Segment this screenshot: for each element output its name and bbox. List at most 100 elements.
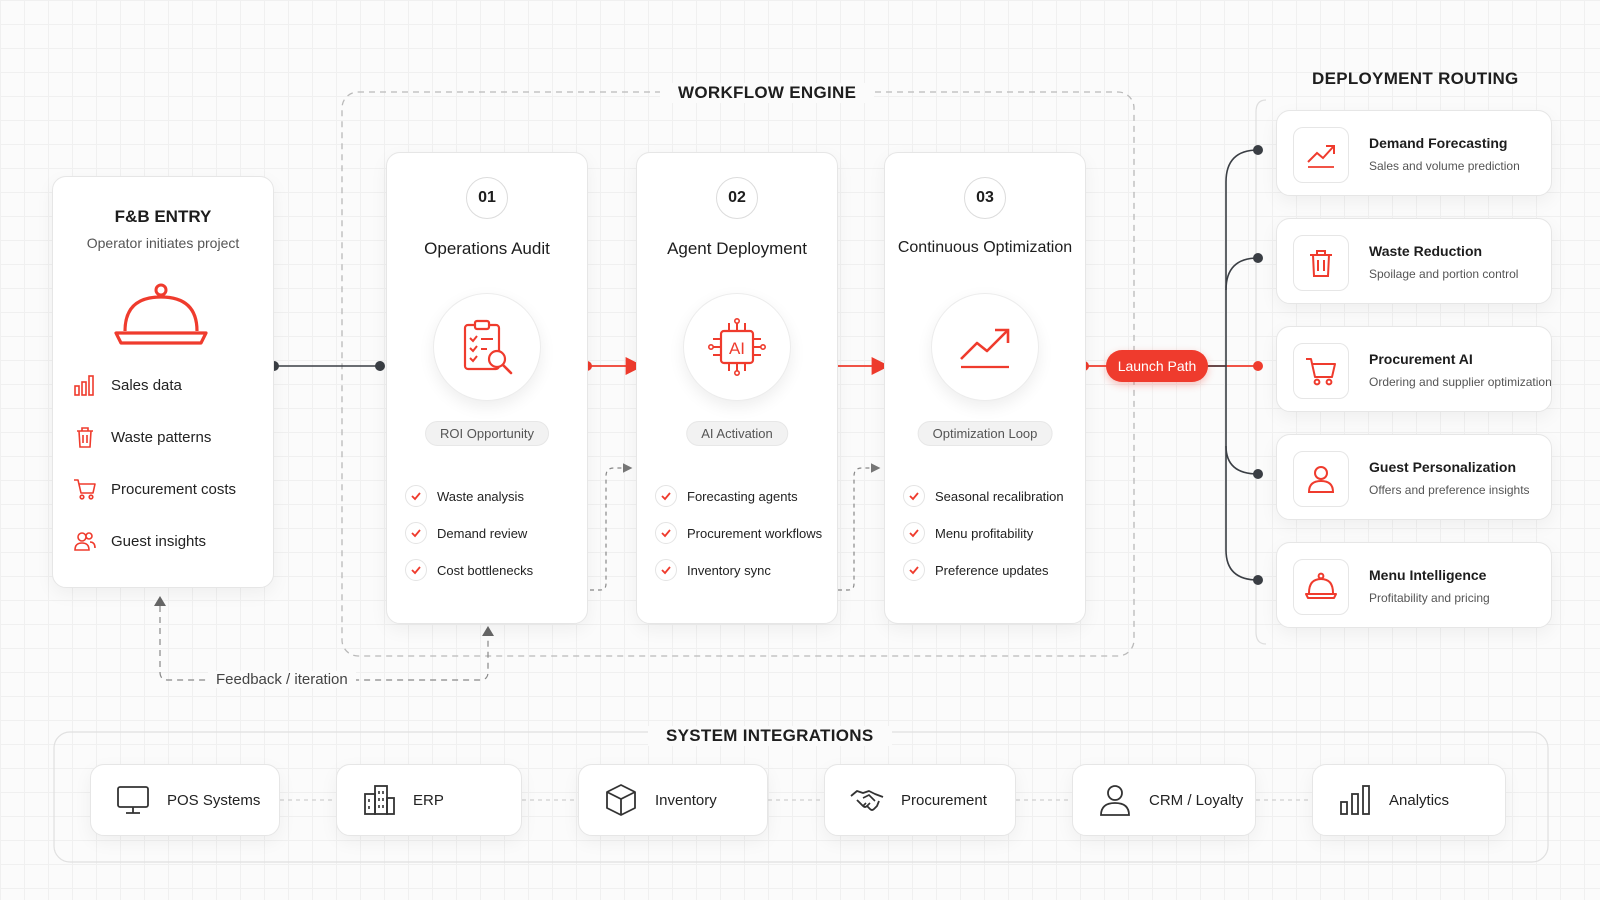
cloche-icon [114, 283, 208, 345]
workflow-engine-title: WORKFLOW ENGINE [660, 83, 875, 103]
check-icon [655, 485, 677, 507]
trash-icon [77, 427, 93, 448]
check-icon [903, 559, 925, 581]
route-subtitle: Profitability and pricing [1369, 591, 1490, 605]
deployment-routing-title: DEPLOYMENT ROUTING [1312, 69, 1519, 88]
routing-tree [1225, 149, 1259, 581]
step-card-continuous-optimization: 03 Continuous Optimization Optimization … [884, 152, 1086, 624]
check-item: Cost bottlenecks [405, 559, 533, 581]
check-label: Menu profitability [935, 525, 1034, 541]
integration-inventory[interactable]: Inventory [578, 764, 768, 836]
route-card-guest-personalization[interactable]: Guest Personalization Offers and prefere… [1276, 434, 1552, 520]
routing-bracket [1255, 99, 1267, 645]
step-icon-circle [931, 293, 1039, 401]
step-number: 01 [466, 177, 508, 219]
system-integrations-title: SYSTEM INTEGRATIONS [648, 726, 892, 746]
route-title: Procurement AI [1369, 351, 1473, 367]
check-label: Inventory sync [687, 562, 771, 578]
integration-label: Inventory [655, 791, 717, 809]
check-icon [903, 485, 925, 507]
entry-item-sales: Sales data [73, 373, 182, 397]
check-label: Demand review [437, 525, 528, 541]
user-icon [1100, 785, 1130, 816]
integration-label: Analytics [1389, 791, 1450, 809]
check-label: Waste analysis [437, 488, 524, 504]
route-subtitle: Offers and preference insights [1369, 483, 1530, 497]
integration-pos-systems[interactable]: POS Systems [90, 764, 280, 836]
check-item: Waste analysis [405, 485, 524, 507]
step-icon-circle [433, 293, 541, 401]
check-item: Demand review [405, 522, 527, 544]
entry-subtitle: Operator initiates project [86, 235, 240, 251]
entry-item-guests: Guest insights [73, 529, 206, 553]
integration-label: CRM / Loyalty [1149, 791, 1244, 809]
route-title: Guest Personalization [1369, 459, 1517, 475]
check-label: Seasonal recalibration [935, 488, 1064, 504]
integration-procurement[interactable]: Procurement [824, 764, 1016, 836]
check-item: Forecasting agents [655, 485, 798, 507]
handoff-step2-step3 [838, 463, 881, 591]
check-label: Procurement workflows [687, 525, 823, 541]
trend-up-icon [1307, 145, 1335, 168]
route-card-demand-forecasting[interactable]: Demand Forecasting Sales and volume pred… [1276, 110, 1552, 196]
integration-crm-loyalty[interactable]: CRM / Loyalty [1072, 764, 1256, 836]
step-title: Operations Audit [424, 239, 550, 258]
cloche-icon [1305, 572, 1337, 599]
check-item: Seasonal recalibration [903, 485, 1064, 507]
check-label: Preference updates [935, 562, 1049, 578]
entry-card: F&B ENTRY Operator initiates project Sal… [52, 176, 274, 588]
integration-analytics[interactable]: Analytics [1312, 764, 1506, 836]
route-card-waste-reduction[interactable]: Waste Reduction Spoilage and portion con… [1276, 218, 1552, 304]
route-card-menu-intelligence[interactable]: Menu Intelligence Profitability and pric… [1276, 542, 1552, 628]
route-card-procurement-ai[interactable]: Procurement AI Ordering and supplier opt… [1276, 326, 1552, 412]
bar-chart-icon [74, 375, 94, 396]
step-icon-circle: AI [683, 293, 791, 401]
check-label: Forecasting agents [687, 488, 798, 504]
route-title: Demand Forecasting [1369, 135, 1508, 151]
check-item: Inventory sync [655, 559, 771, 581]
check-icon [655, 522, 677, 544]
route-title: Waste Reduction [1369, 243, 1483, 259]
route-subtitle: Sales and volume prediction [1369, 159, 1520, 173]
ai-chip-label: AI [729, 339, 745, 358]
trend-up-icon [960, 328, 1010, 369]
step-number: 03 [964, 177, 1006, 219]
check-icon [903, 522, 925, 544]
user-icon [1307, 466, 1335, 493]
entry-item-label: Sales data [111, 376, 182, 394]
entry-item-waste: Waste patterns [73, 425, 211, 449]
check-item: Preference updates [903, 559, 1048, 581]
bar-chart-icon [1340, 785, 1370, 815]
entry-item-label: Procurement costs [111, 480, 237, 498]
integration-label: Procurement [901, 791, 987, 809]
monitor-icon [117, 786, 149, 814]
step-title: Continuous Optimization [897, 239, 1073, 256]
check-label: Cost bottlenecks [437, 562, 534, 578]
entry-item-procurement: Procurement costs [73, 477, 236, 501]
step-card-operations-audit: 01 Operations Audit ROI Opportunity Wast… [386, 152, 588, 624]
handshake-icon [850, 790, 884, 811]
route-subtitle: Spoilage and portion control [1369, 267, 1519, 281]
handoff-step1-step2 [590, 463, 633, 591]
entry-title: F&B ENTRY [114, 207, 212, 226]
ai-chip-icon: AI [707, 317, 766, 376]
check-item: Menu profitability [903, 522, 1033, 544]
check-icon [405, 559, 427, 581]
cart-icon [74, 479, 96, 500]
trash-icon [1310, 250, 1332, 277]
check-icon [405, 485, 427, 507]
clipboard-search-icon [463, 319, 513, 375]
launch-path-badge[interactable]: Launch Path [1106, 350, 1208, 382]
check-item: Procurement workflows [655, 522, 822, 544]
users-icon [74, 532, 96, 551]
integration-label: ERP [413, 791, 444, 809]
step-card-agent-deployment: 02 Agent Deployment AI AI Activation For… [636, 152, 838, 624]
integration-erp[interactable]: ERP [336, 764, 522, 836]
route-subtitle: Ordering and supplier optimization [1369, 375, 1552, 389]
step-pill: Optimization Loop [917, 421, 1053, 446]
route-title: Menu Intelligence [1369, 567, 1487, 583]
box-icon [606, 784, 636, 816]
step-title: Agent Deployment [667, 239, 807, 258]
step-pill: ROI Opportunity [425, 421, 549, 446]
check-icon [405, 522, 427, 544]
